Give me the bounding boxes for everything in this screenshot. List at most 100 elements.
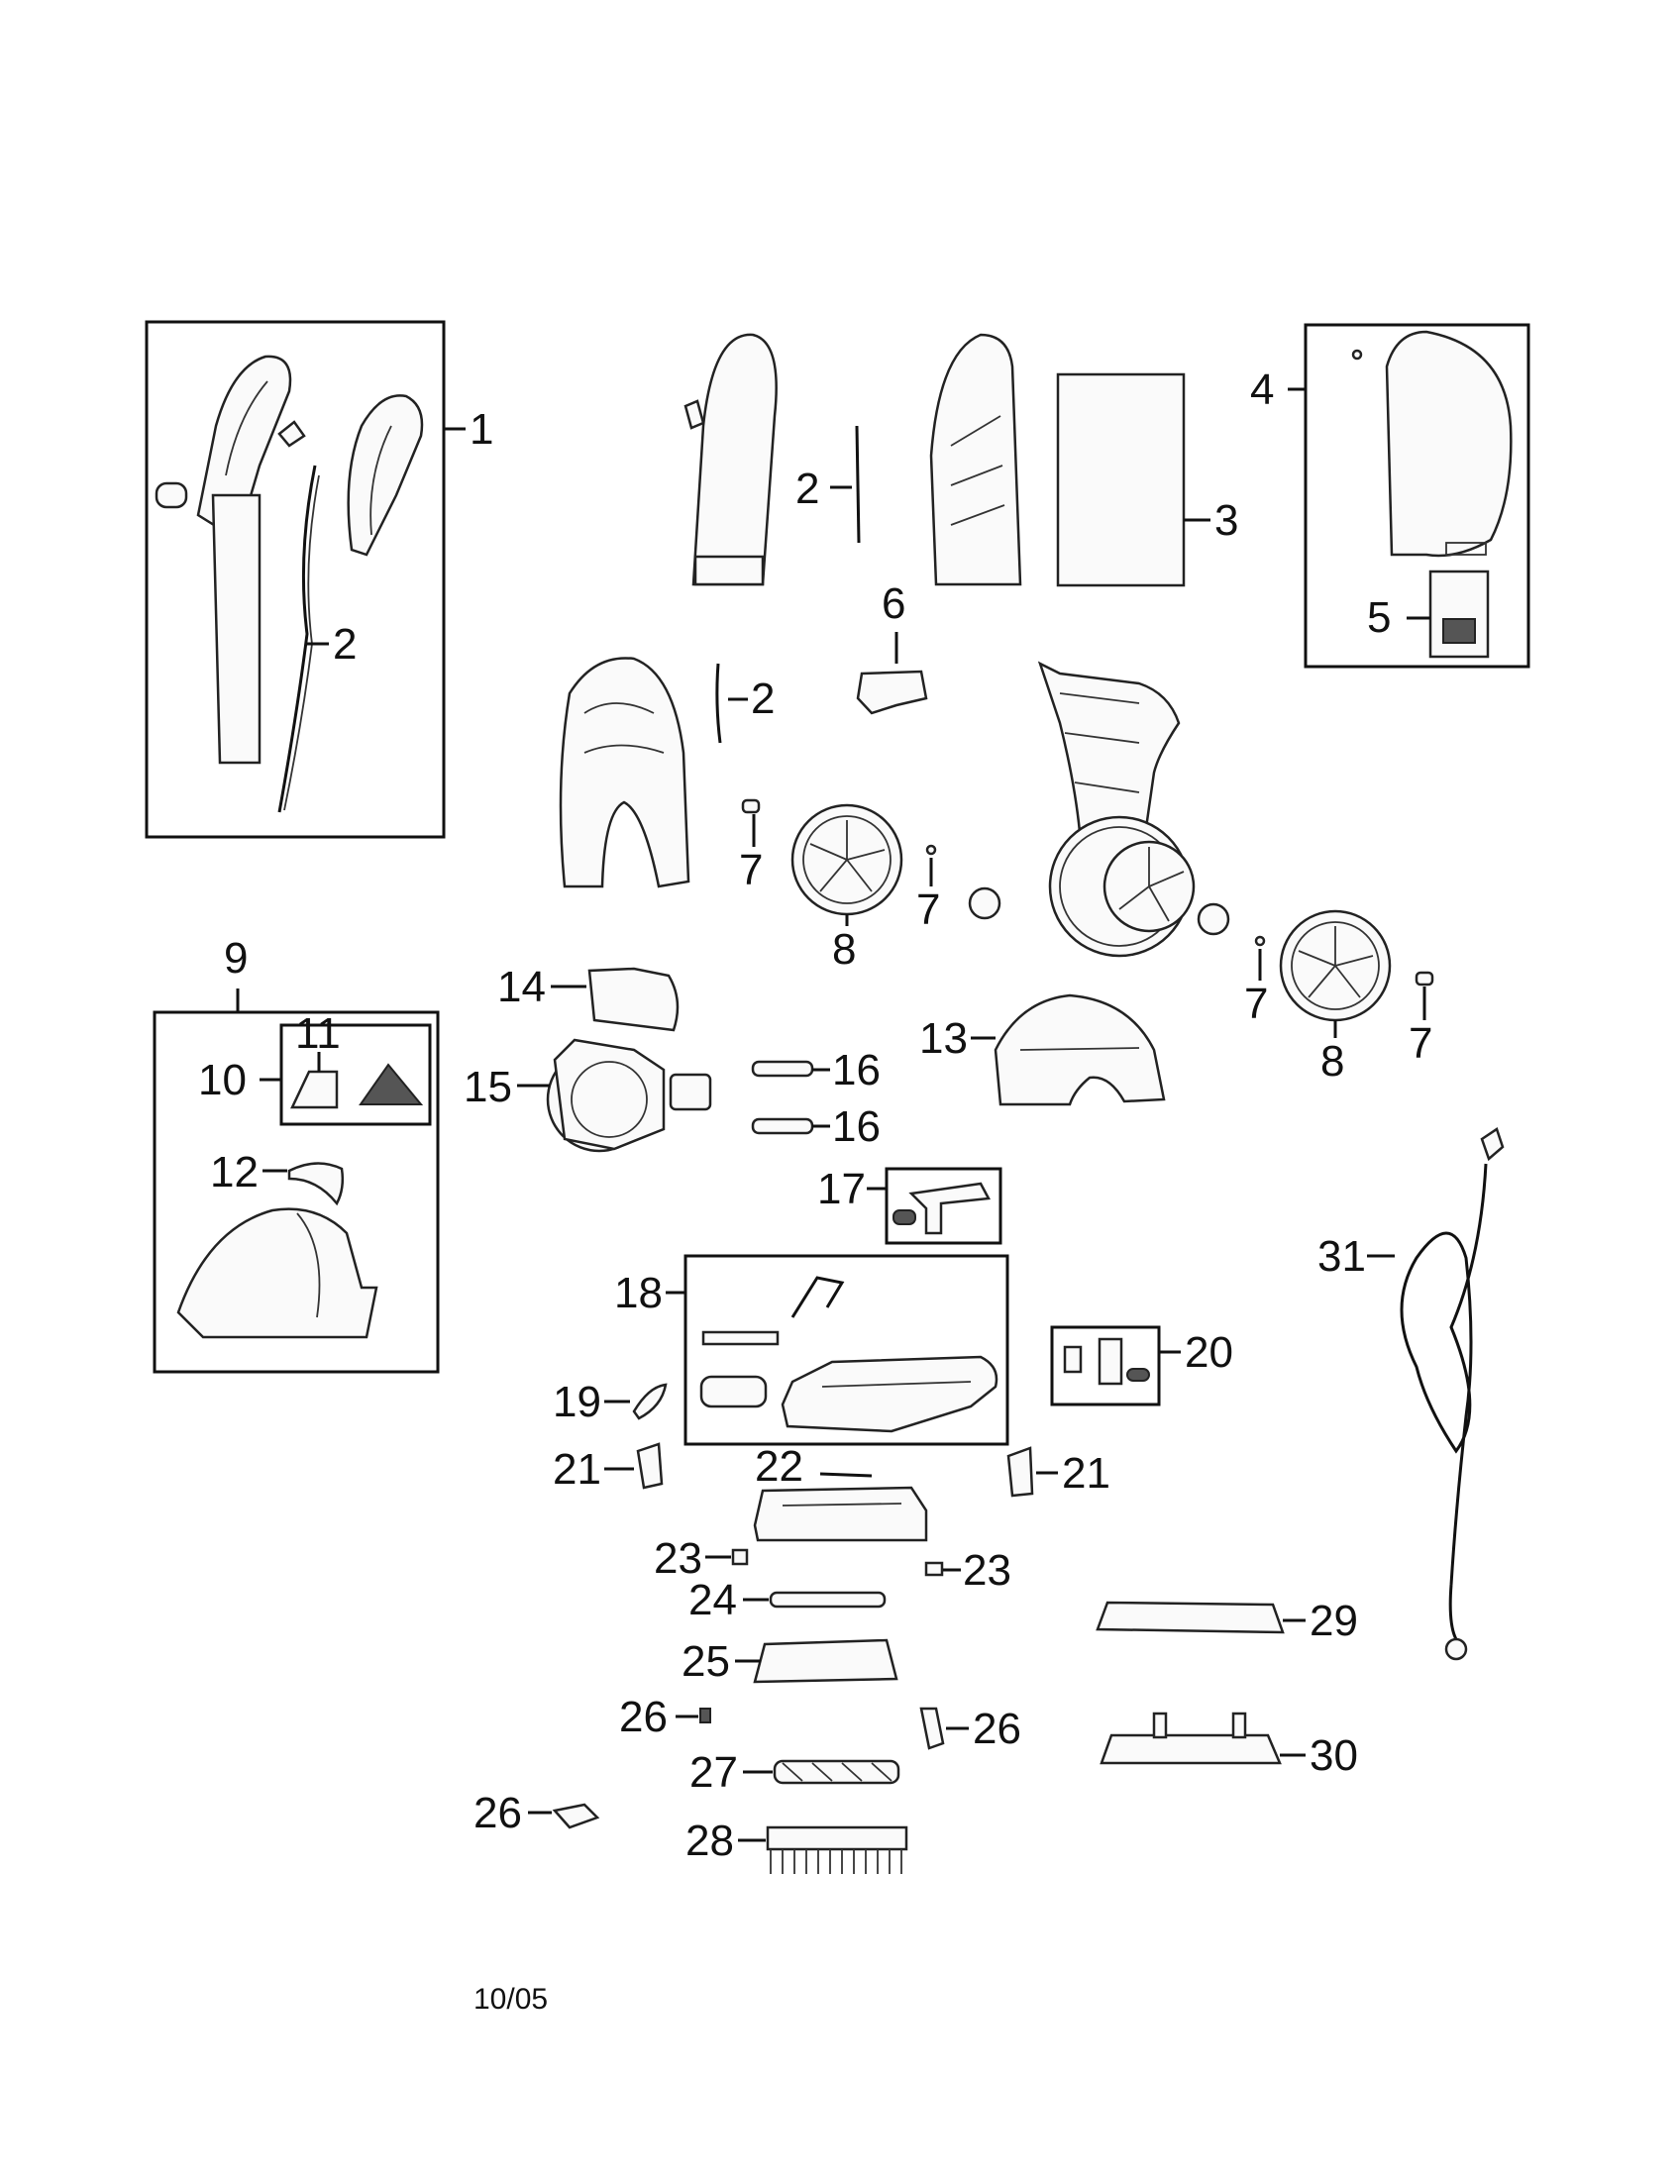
callout-19: 19: [553, 1378, 601, 1426]
callout-25: 25: [682, 1637, 730, 1686]
callout-2b: 2: [795, 465, 819, 513]
nozzle-body-part: [753, 1486, 928, 1542]
callout-7b: 7: [916, 885, 940, 934]
gasket-lower-part: [751, 1117, 814, 1135]
callout-2c: 2: [751, 675, 775, 723]
drive-shaft-part: [769, 1591, 887, 1609]
wheel-bearing-left-part: [968, 886, 1001, 920]
pump-cover-part: [587, 967, 680, 1032]
power-cord-part: [1400, 1127, 1505, 1661]
callout-1: 1: [470, 405, 493, 454]
callout-2a: 2: [333, 620, 357, 669]
callout-5: 5: [1367, 593, 1391, 642]
valve-kit-box: [1050, 1325, 1161, 1406]
handle-grip-part: [347, 394, 424, 557]
caddy-body-part: [176, 1207, 378, 1339]
callout-24: 24: [688, 1576, 737, 1624]
handle-tube-part: [211, 493, 262, 765]
callout-26c: 26: [473, 1789, 522, 1837]
caddy-strap-part: [287, 1162, 345, 1206]
callout-7d: 7: [1409, 1019, 1432, 1068]
lower-plate-part: [1096, 1601, 1285, 1634]
callout-7a: 7: [739, 846, 763, 894]
clip-left-part: [925, 844, 937, 856]
spray-tip-part: [632, 1383, 668, 1420]
callout-23a: 23: [654, 1534, 702, 1583]
rear-handle-cover-part: [929, 333, 1022, 586]
gasket-upper-part: [751, 1060, 814, 1078]
callout-31: 31: [1317, 1232, 1366, 1281]
callout-17: 17: [817, 1165, 866, 1213]
accessory-box: [279, 1023, 432, 1126]
callout-8b: 8: [1320, 1037, 1344, 1086]
valve-bracket-part: [856, 670, 928, 715]
callout-16a: 16: [832, 1046, 881, 1094]
callout-18: 18: [614, 1269, 663, 1317]
callout-22: 22: [755, 1442, 803, 1491]
wheel-right-part: [1279, 909, 1392, 1022]
callout-7c: 7: [1244, 980, 1268, 1028]
base-assembly-box: [683, 1254, 1009, 1446]
callout-15: 15: [464, 1063, 512, 1111]
callout-12: 12: [210, 1148, 259, 1196]
clip-23-left-part: [731, 1548, 749, 1566]
accessory-tool-part: [290, 1063, 424, 1109]
end-cap-26c-part: [552, 1803, 600, 1829]
bearing-26a-part: [699, 1708, 711, 1723]
tank-cap-part: [1428, 570, 1490, 659]
wheel-bearing-right-part: [1197, 902, 1230, 936]
axle-pin-right-part: [1415, 971, 1434, 987]
callout-14: 14: [497, 963, 546, 1011]
handle-assembly-box: [145, 320, 446, 839]
callout-8a: 8: [832, 925, 856, 974]
latch-right-part: [1006, 1446, 1034, 1498]
callout-16b: 16: [832, 1102, 881, 1151]
clip-23-right-part: [924, 1561, 944, 1577]
hose-part: [715, 663, 722, 744]
callout-21a: 21: [553, 1445, 601, 1494]
valve-kit-part: [1063, 1337, 1150, 1386]
end-cap-26b-part: [919, 1707, 945, 1750]
caddy-assembly-box: [153, 1010, 440, 1374]
base-assembly-part: [699, 1276, 998, 1433]
brush-cover-part: [753, 1638, 898, 1684]
harness-wire-part: [855, 425, 861, 544]
instruction-card-part: [1056, 372, 1186, 587]
callout-21b: 21: [1062, 1449, 1110, 1498]
filter-part: [669, 1073, 712, 1111]
latch-left-part: [636, 1442, 664, 1490]
callout-3: 3: [1214, 496, 1238, 545]
front-handle-cover-part: [683, 333, 778, 586]
nozzle-cover-part: [994, 993, 1166, 1106]
bracket-kit-part: [892, 1182, 991, 1235]
wheel-left-part: [790, 803, 903, 916]
callout-6: 6: [882, 579, 905, 628]
axle-pin-left-part: [741, 798, 761, 814]
bracket-kit-box: [885, 1167, 1002, 1245]
handle-cord-part: [277, 465, 320, 813]
base-plate-part: [1100, 1712, 1282, 1765]
spring-part: [819, 1472, 873, 1478]
tank-part: [1351, 330, 1513, 558]
callout-26a: 26: [619, 1693, 668, 1741]
callout-10: 10: [198, 1056, 247, 1104]
callout-29: 29: [1310, 1597, 1358, 1645]
callout-13: 13: [919, 1014, 968, 1063]
callout-28: 28: [685, 1817, 734, 1865]
main-frame-part: [1037, 661, 1196, 958]
brush-bar-part: [766, 1825, 908, 1874]
callout-30: 30: [1310, 1731, 1358, 1780]
callout-11: 11: [295, 1009, 341, 1058]
callout-26b: 26: [973, 1705, 1021, 1753]
callout-23b: 23: [963, 1546, 1011, 1595]
rear-housing-part: [559, 657, 690, 888]
callout-9: 9: [224, 934, 248, 983]
brush-roll-part: [773, 1759, 900, 1785]
clip-right-part: [1254, 935, 1266, 947]
callout-4: 4: [1250, 365, 1274, 414]
callout-27: 27: [689, 1748, 738, 1797]
upper-handle-part: [155, 355, 306, 542]
tank-assembly-box: [1304, 323, 1530, 669]
callout-20: 20: [1185, 1328, 1233, 1377]
